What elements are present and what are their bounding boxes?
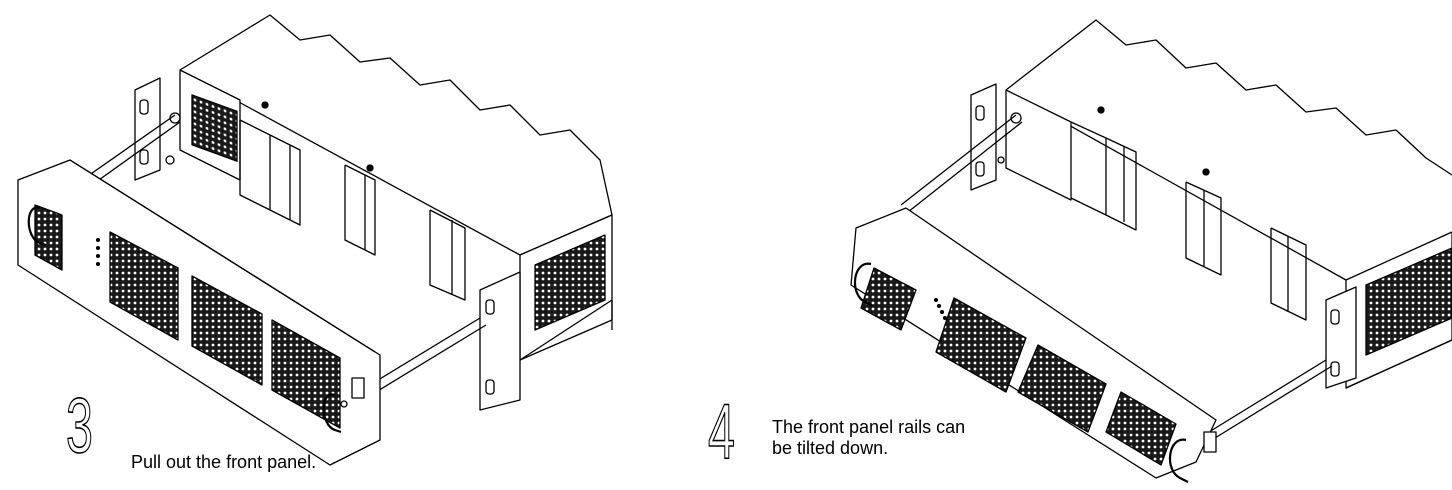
step-3-illustration: 3 Pull out the front panel. <box>0 0 720 490</box>
card-bays <box>239 101 466 301</box>
front-panel <box>17 159 381 466</box>
front-panel <box>850 207 1217 483</box>
right-handle <box>1168 438 1189 483</box>
left-handle <box>27 206 47 247</box>
step-4-caption-line-2: be tilted down. <box>772 438 889 458</box>
step-4-illustration: 4 The front panel rails can be tilted do… <box>707 0 1452 490</box>
right-side-panel <box>1325 231 1452 389</box>
step-number-3: 3 <box>65 381 93 469</box>
chassis-vent <box>191 94 238 162</box>
chassis-pull-out-drawing <box>17 14 613 466</box>
step-3-caption: Pull out the front panel. <box>131 452 316 473</box>
right-handle <box>322 393 342 434</box>
step-3-caption-line: Pull out the front panel. <box>131 452 317 472</box>
chassis-top <box>1005 19 1452 281</box>
step-number-4: 4 <box>707 387 735 475</box>
chassis-top <box>179 14 613 256</box>
left-handle <box>853 262 874 307</box>
left-mounting-ear <box>970 83 997 191</box>
slide-rails <box>900 112 1333 447</box>
step-4-caption-line-1: The front panel rails can <box>772 417 966 437</box>
left-mounting-ear <box>134 77 161 181</box>
chassis-tilt-down-drawing <box>850 19 1452 483</box>
right-side-panel <box>479 214 613 411</box>
card-bays <box>997 106 1307 321</box>
step-4-caption: The front panel rails can be tilted down… <box>772 417 965 459</box>
